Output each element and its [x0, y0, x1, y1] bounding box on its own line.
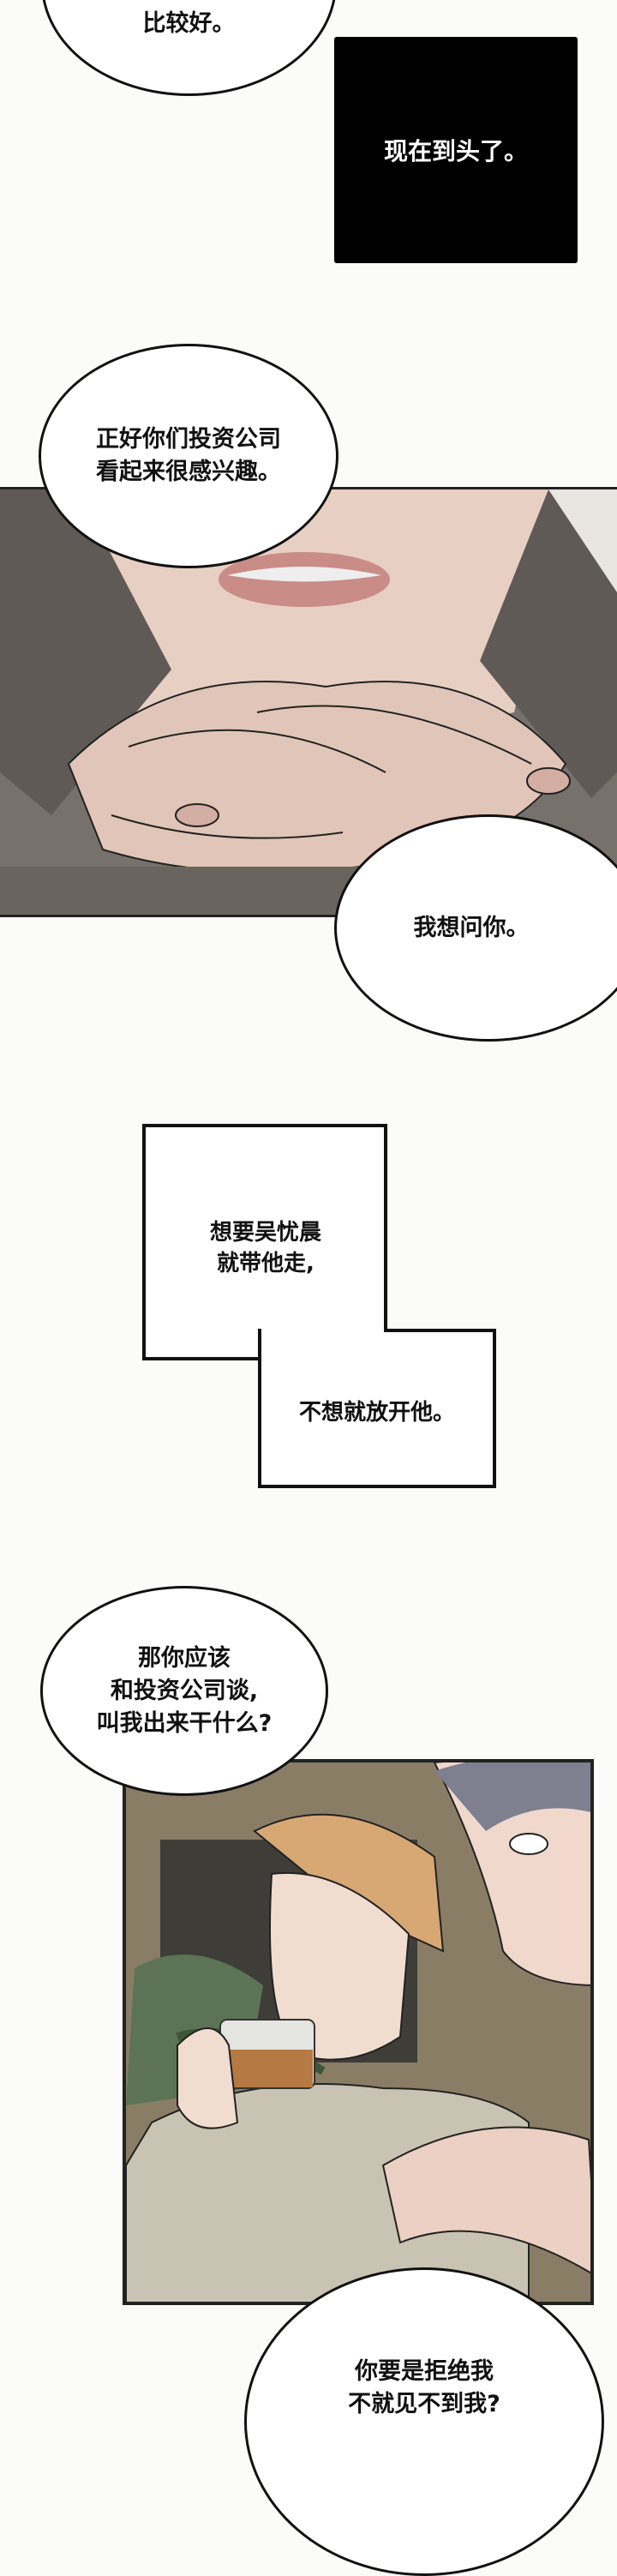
drinking-illustration: [126, 1762, 590, 2302]
speech-bubble-top: 比较好。: [41, 0, 337, 96]
speech-bubble-why: 那你应该 和投资公司谈, 叫我出来干什么?: [40, 1586, 328, 1796]
bubble-text: 正好你们投资公司 看起来很感兴趣。: [96, 426, 281, 485]
caption-text-2: 不想就放开他。: [298, 1400, 455, 1426]
bubble-text: 你要是拒绝我 不就见不到我?: [348, 2358, 500, 2417]
bubble-text: 那你应该 和投资公司谈, 叫我出来干什么?: [96, 1644, 273, 1737]
caption-box-upper: [142, 1124, 387, 1360]
speech-bubble-invest: 正好你们投资公司 看起来很感兴趣。: [39, 344, 338, 568]
comic-panel-hands: [0, 487, 617, 917]
bubble-text: 我想问你。: [413, 914, 530, 941]
caption-text: 现在到头了。: [383, 137, 528, 165]
comic-panel-drinking: [123, 1759, 594, 2305]
caption-text-1: 想要吴忧晨 就带他走,: [209, 1220, 321, 1276]
hands-illustration: [0, 489, 617, 915]
speech-bubble-ask: 我想问你。: [334, 814, 617, 1042]
bubble-text: 比较好。: [142, 10, 236, 37]
speech-bubble-refuse: 你要是拒绝我 不就见不到我?: [244, 2267, 604, 2576]
caption-box-joint: [261, 1325, 384, 1365]
black-caption-box: 现在到头了。: [334, 37, 578, 263]
